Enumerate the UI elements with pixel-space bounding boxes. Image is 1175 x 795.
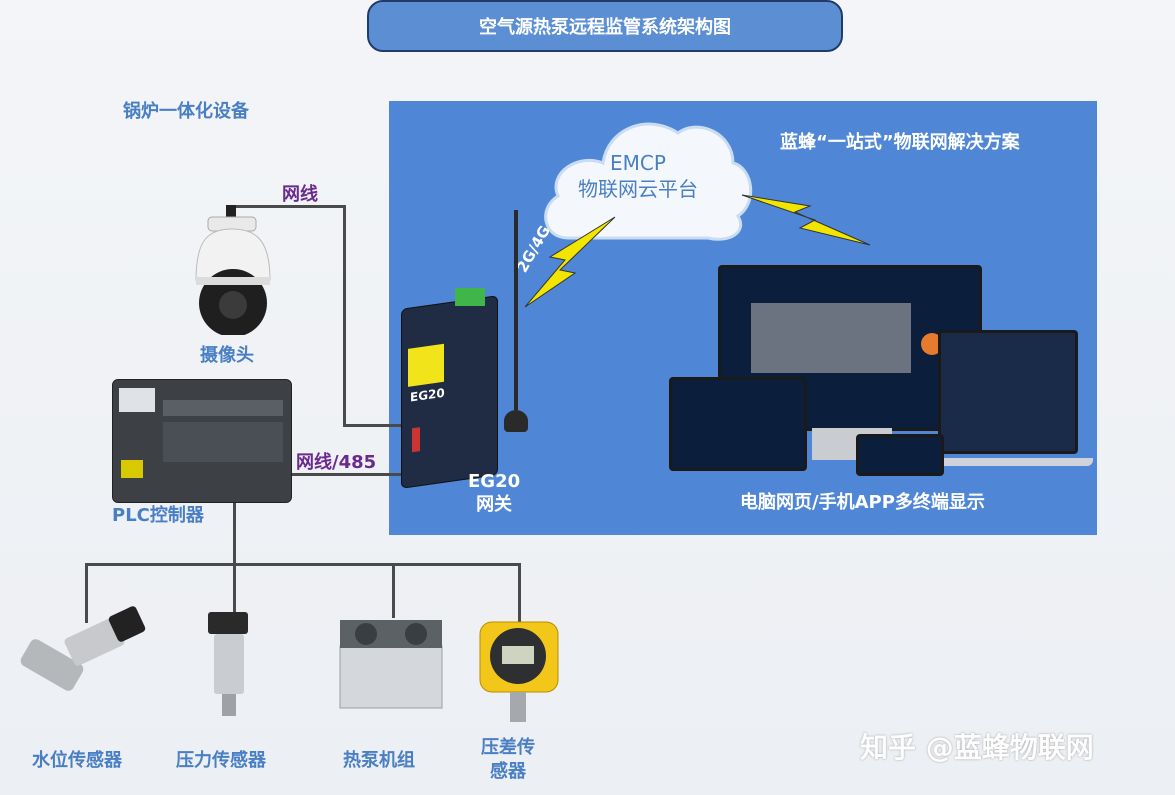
camera-label: 摄像头 xyxy=(200,345,254,366)
lightning-gateway-icon xyxy=(524,216,616,308)
antenna-base-icon xyxy=(504,410,528,432)
heat-pump-icon xyxy=(339,620,443,709)
watermark: 知乎 @蓝蜂物联网 xyxy=(860,731,1094,764)
wire-drop-2 xyxy=(233,563,236,618)
sensor-label-diff-pressure-line2: 感器 xyxy=(490,761,526,782)
wire-camera-vertical xyxy=(343,205,346,426)
gateway-label-model: EG20 xyxy=(468,471,521,492)
wire-plc-gateway xyxy=(290,473,403,476)
gateway-label: EG20 网关 xyxy=(468,470,520,516)
wire-drop-1 xyxy=(85,563,88,623)
diagram-title: 空气源热泵远程监管系统架构图 xyxy=(367,0,843,52)
gateway-model: EG20 xyxy=(410,385,445,405)
gateway-icon: EG20 xyxy=(401,295,498,489)
laptop-base-icon xyxy=(925,458,1093,466)
gateway-label-name: 网关 xyxy=(476,494,513,515)
water-level-sensor-icon xyxy=(20,606,146,691)
sensor-label-pressure: 压力传感器 xyxy=(176,750,266,771)
camera-icon xyxy=(195,205,271,335)
sensor-label-water-level: 水位传感器 xyxy=(32,750,122,771)
laptop-icon xyxy=(938,330,1078,454)
pressure-sensor-icon xyxy=(208,612,248,716)
panel-label: 蓝蜂“一站式”物联网解决方案 xyxy=(780,132,1020,153)
lightning-display-icon xyxy=(741,194,871,246)
wire-drop-4 xyxy=(518,563,521,623)
cloud-subtitle: 物联网云平台 xyxy=(578,177,698,201)
wire-drop-3 xyxy=(392,563,395,618)
sensor-label-diff-pressure: 压差传 感器 xyxy=(481,736,535,784)
differential-pressure-sensor-icon xyxy=(479,621,559,722)
cloud-icon xyxy=(544,122,753,241)
phone-icon xyxy=(856,434,944,476)
tablet-icon xyxy=(669,377,807,471)
sensor-label-diff-pressure-line1: 压差传 xyxy=(481,737,535,758)
wire-sensor-bus xyxy=(85,563,520,566)
cloud-title: EMCP xyxy=(610,151,666,175)
antenna-icon xyxy=(514,210,518,410)
sensor-label-heat-pump: 热泵机组 xyxy=(343,750,415,771)
wire-camera-gateway xyxy=(343,424,403,427)
wire-label-network-485: 网线/485 xyxy=(296,452,377,473)
display-label: 电脑网页/手机APP多终端显示 xyxy=(740,492,985,513)
wire-plc-bus xyxy=(233,500,236,565)
cloud-label: EMCP 物联网云平台 xyxy=(538,150,738,202)
plc-label: PLC控制器 xyxy=(112,505,204,526)
plc-icon xyxy=(112,379,292,503)
gateway-terminal-icon xyxy=(455,288,485,306)
wire-camera-top xyxy=(233,205,345,208)
wire-label-network: 网线 xyxy=(282,184,318,205)
boiler-label: 锅炉一体化设备 xyxy=(123,101,249,122)
